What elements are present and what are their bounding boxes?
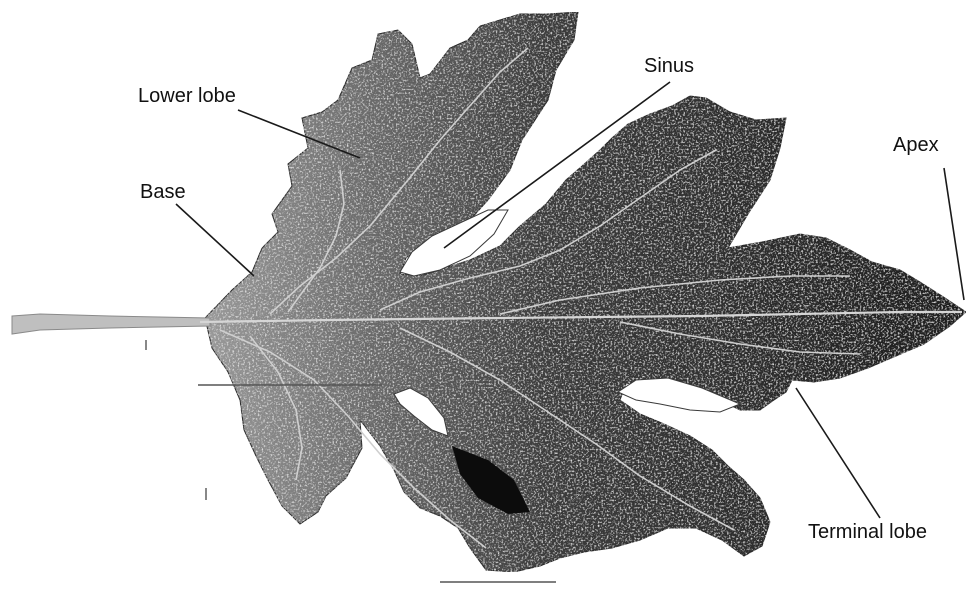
base-leader <box>176 204 254 276</box>
apex-leader <box>944 168 964 300</box>
petiole <box>12 314 210 334</box>
label-lower-lobe: Lower lobe <box>138 85 236 107</box>
leaf-blade <box>205 12 966 572</box>
label-sinus: Sinus <box>644 55 694 77</box>
label-terminal-lobe: Terminal lobe <box>808 521 927 543</box>
label-apex: Apex <box>893 134 939 156</box>
terminal-lobe-leader <box>796 388 880 518</box>
label-base: Base <box>140 181 186 203</box>
